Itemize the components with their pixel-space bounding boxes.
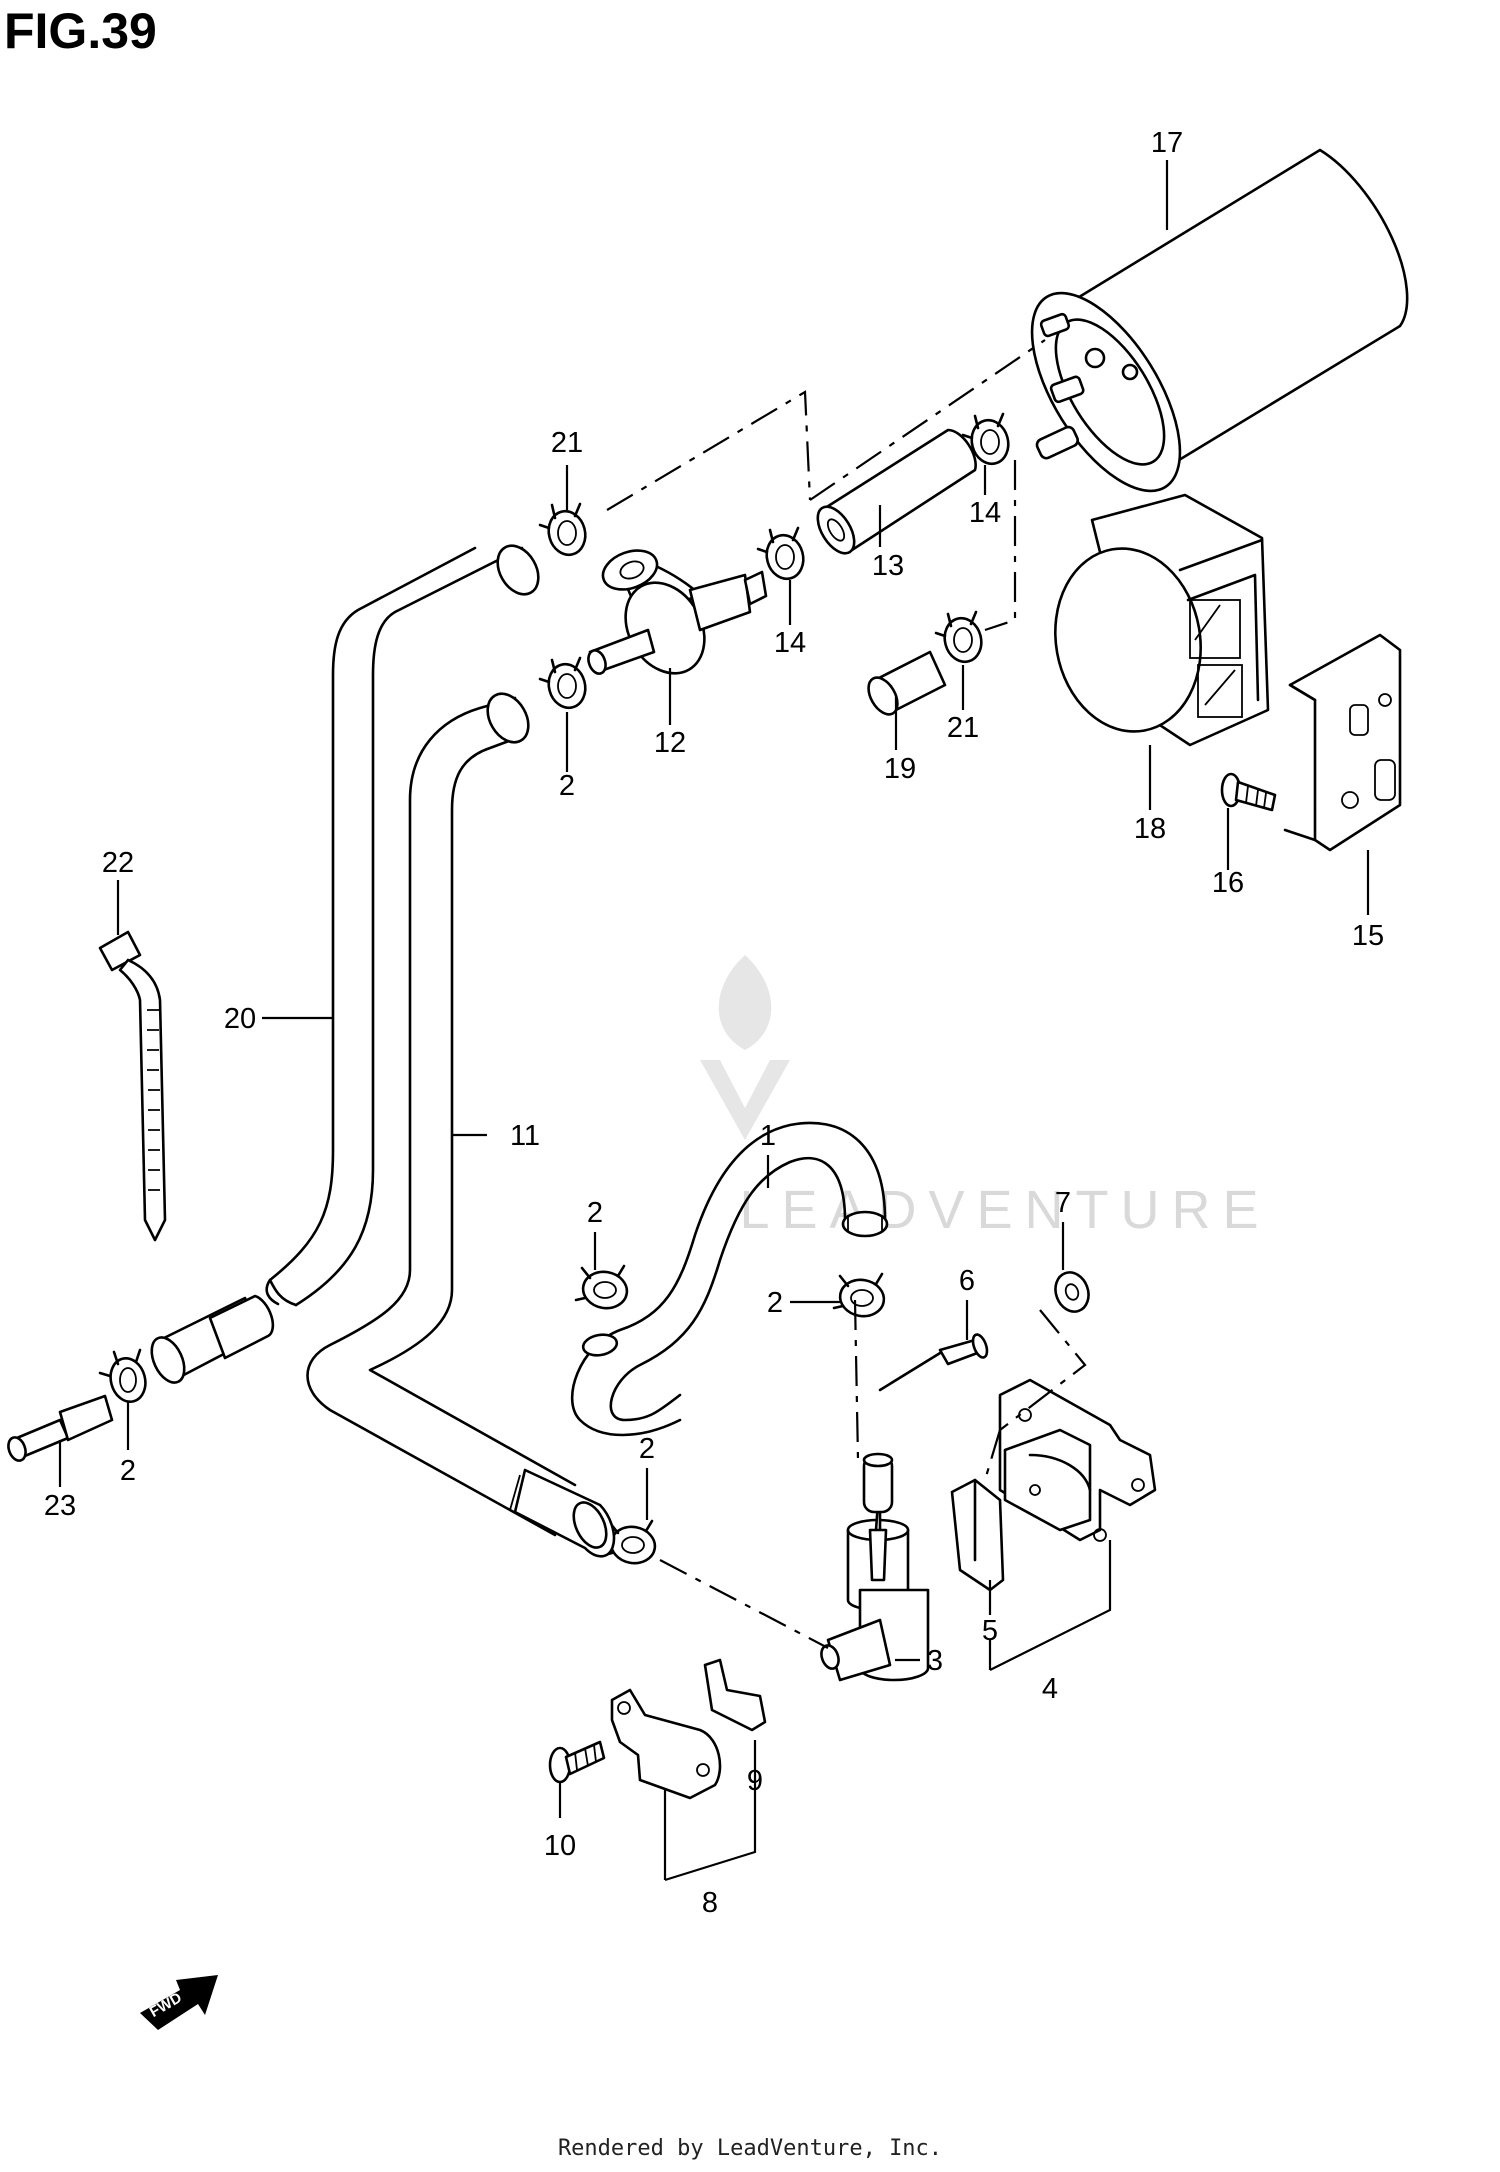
figure-title: FIG.39 <box>4 3 157 59</box>
callout-9: 9 <box>747 1765 763 1797</box>
leadventure-watermark: LEADVENTURE <box>700 955 1270 1240</box>
part-22-cable-tie <box>98 930 167 1242</box>
hose-clamp-2c <box>832 1272 886 1318</box>
footer-credit: Rendered by LeadVenture, Inc. <box>557 2136 943 2161</box>
part-18-pump-cushion <box>1054 493 1270 747</box>
hose-joint-lower-left <box>150 1294 275 1384</box>
leader-lines <box>58 160 1370 1882</box>
part-1-elbow-hose <box>570 1121 889 1437</box>
part-4-bracket <box>998 1378 1157 1542</box>
callout-13: 13 <box>872 550 904 582</box>
hose-clamp-2a <box>538 656 587 710</box>
part-7-washer <box>1054 1271 1090 1313</box>
part-17-fuel-pump <box>1030 148 1409 493</box>
callout-2: 2 <box>559 770 575 802</box>
callout-7: 7 <box>1055 1187 1071 1219</box>
hose-clamp-2b <box>574 1264 629 1310</box>
hose-clamp-21a <box>538 502 587 557</box>
callout-14: 14 <box>774 627 806 659</box>
watermark-text: LEADVENTURE <box>739 1180 1270 1240</box>
part-13-hose <box>816 428 977 555</box>
part-6-rivet <box>878 1333 989 1392</box>
callout-23: 23 <box>44 1490 76 1522</box>
callout-18: 18 <box>1134 813 1166 845</box>
part-8-bracket <box>610 1688 722 1800</box>
callout-17: 17 <box>1151 127 1183 159</box>
callout-16: 16 <box>1212 867 1244 899</box>
part-16-screw <box>1220 772 1277 812</box>
callout-2: 2 <box>120 1455 136 1487</box>
callout-20: 20 <box>224 1003 256 1035</box>
callout-2: 2 <box>767 1287 783 1319</box>
callout-5: 5 <box>982 1615 998 1647</box>
callout-21: 21 <box>947 712 979 744</box>
fwd-arrow-icon: FWD <box>140 1975 218 2030</box>
callout-11: 11 <box>510 1120 540 1152</box>
callout-3: 3 <box>927 1645 943 1677</box>
part-23-fitting <box>7 1394 114 1462</box>
part-10-screw <box>548 1740 606 1784</box>
callout-8: 8 <box>702 1887 718 1919</box>
part-9-clamp <box>703 1658 767 1732</box>
callout-1: 1 <box>760 1120 776 1152</box>
callout-2: 2 <box>587 1197 603 1229</box>
part-5-clip <box>950 1478 1005 1592</box>
hose-clamp-14a <box>756 526 805 581</box>
callout-19: 19 <box>884 753 916 785</box>
part-12-connector <box>587 549 768 675</box>
callout-12: 12 <box>654 727 686 759</box>
part-19-plug <box>867 650 947 716</box>
callout-10: 10 <box>544 1830 576 1862</box>
part-15-cover <box>1283 633 1402 852</box>
callout-14: 14 <box>969 497 1001 529</box>
callout-22: 22 <box>102 847 134 879</box>
callout-labels: 17 21 14 13 14 12 2 21 19 18 16 15 22 20… <box>44 127 1384 1919</box>
callout-21: 21 <box>551 427 583 459</box>
callout-6: 6 <box>959 1265 975 1297</box>
callout-4: 4 <box>1042 1673 1058 1705</box>
callout-2: 2 <box>639 1433 655 1465</box>
part-11-hose <box>306 692 616 1558</box>
hose-clamp-14b <box>961 412 1010 466</box>
hose-clamp-2d <box>98 1348 147 1404</box>
callout-15: 15 <box>1352 920 1384 952</box>
hose-clamp-21b <box>934 610 983 664</box>
connection-lines <box>606 339 1087 1649</box>
part-3-fitting <box>820 1452 930 1682</box>
part-20-hose <box>265 544 540 1307</box>
